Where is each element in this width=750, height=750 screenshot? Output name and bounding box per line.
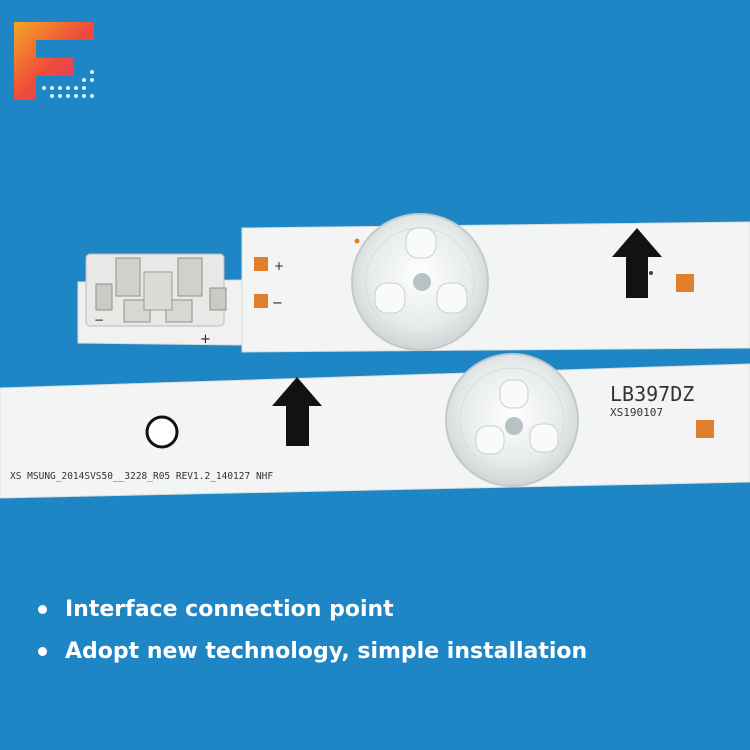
connector-socket-icon (85, 253, 227, 327)
part-number: XS MSUNG_2014SVS50__3228_R05 REV1.2_1401… (10, 471, 273, 482)
solder-pad (676, 274, 694, 292)
brand-logo (14, 22, 94, 100)
connector-minus-label: − (94, 313, 104, 327)
led-strip-top (77, 213, 750, 353)
led-lens (445, 353, 579, 487)
feature-item: Interface connection point (38, 588, 738, 630)
solder-pad (696, 420, 714, 438)
led-lens (351, 213, 489, 351)
feature-text: Adopt new technology, simple installatio… (65, 638, 588, 664)
bullet-icon (38, 604, 47, 614)
date-code: XS190107 (610, 406, 663, 419)
arrow-up-icon (272, 377, 322, 446)
led-strip-bottom (0, 353, 750, 499)
polarity-plus-label: + (274, 259, 284, 273)
arrow-up-icon (612, 228, 662, 298)
model-code: LB397DZ (610, 382, 694, 406)
solder-pad (254, 257, 268, 271)
bullet-icon (38, 646, 47, 656)
feature-text: Interface connection point (65, 596, 394, 622)
polarity-minus-label: − (272, 296, 283, 311)
solder-pad (254, 294, 268, 308)
feature-list: Interface connection point Adopt new tec… (38, 588, 738, 672)
feature-item: Adopt new technology, simple installatio… (38, 630, 738, 672)
connector-plus-label: + (200, 332, 211, 347)
brand-f-logo-icon (14, 22, 94, 100)
logo-dot-pattern-icon (42, 70, 94, 98)
mounting-hole-icon (145, 415, 179, 449)
